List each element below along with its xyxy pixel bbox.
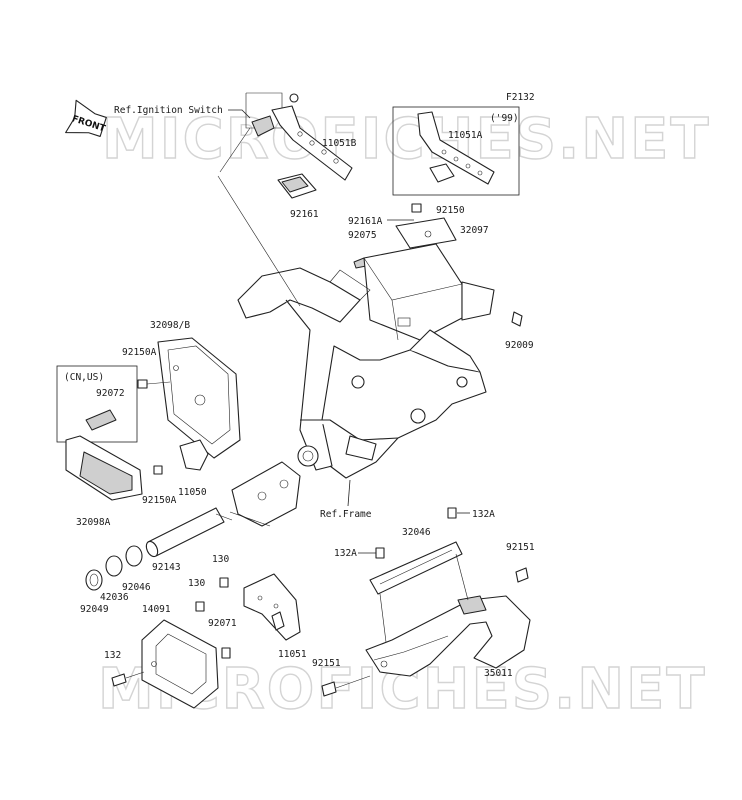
label-11051B: 11051B bbox=[322, 138, 357, 149]
label-92151-right: 92151 bbox=[506, 542, 535, 553]
label-note-cn-us: (CN,US) bbox=[64, 372, 104, 383]
label-92046: 92046 bbox=[122, 582, 151, 593]
part-92161 bbox=[277, 173, 317, 199]
part-32098B-side-cover bbox=[157, 337, 241, 459]
frame-outline bbox=[237, 267, 487, 479]
part-92049 bbox=[85, 569, 103, 591]
label-42036: 42036 bbox=[100, 592, 129, 603]
box-1999-variant bbox=[392, 106, 520, 196]
label-92072: 92072 bbox=[96, 388, 125, 399]
part-14091-cover bbox=[141, 619, 219, 709]
box-cn-us-variant bbox=[56, 365, 138, 443]
part-92046 bbox=[125, 545, 143, 567]
label-92150A-bottom: 92150A bbox=[142, 495, 177, 506]
label-92151-bottom: 92151 bbox=[312, 658, 341, 669]
label-32098B: 32098/B bbox=[150, 320, 190, 331]
label-32046: 32046 bbox=[402, 527, 431, 538]
label-11051A: 11051A bbox=[448, 130, 483, 141]
label-32097: 32097 bbox=[460, 225, 489, 236]
label-32098A: 32098A bbox=[76, 517, 111, 528]
label-92049: 92049 bbox=[80, 604, 109, 615]
label-note-99: ('99) bbox=[490, 113, 519, 124]
label-130-mid: 130 bbox=[188, 578, 205, 589]
figure-code: F2132 bbox=[506, 92, 535, 103]
part-42036 bbox=[105, 555, 123, 577]
label-35011: 35011 bbox=[484, 668, 513, 679]
part-32098A bbox=[65, 435, 143, 501]
watermark-top: MICROFICHES.NET bbox=[102, 107, 711, 172]
label-132A-left: 132A bbox=[334, 548, 357, 559]
label-ref-frame: Ref.Frame bbox=[320, 509, 372, 520]
label-14091: 14091 bbox=[142, 604, 171, 615]
label-11051: 11051 bbox=[278, 649, 307, 660]
part-92143-collar bbox=[145, 507, 225, 558]
label-92009: 92009 bbox=[505, 340, 534, 351]
label-92143: 92143 bbox=[152, 562, 181, 573]
part-11051-bracket bbox=[243, 573, 301, 641]
part-35011-bracket bbox=[365, 595, 531, 677]
label-92161A: 92161A bbox=[348, 216, 383, 227]
part-11050 bbox=[179, 439, 209, 471]
part-32046 bbox=[369, 541, 463, 595]
label-130-top: 130 bbox=[212, 554, 229, 565]
label-92161: 92161 bbox=[290, 209, 319, 220]
label-92071: 92071 bbox=[208, 618, 237, 629]
front-arrow-icon: FRONT bbox=[65, 99, 107, 138]
label-132: 132 bbox=[104, 650, 121, 661]
label-11050: 11050 bbox=[178, 487, 207, 498]
part-11051B-bracket bbox=[251, 93, 353, 181]
part-32097-battery-case bbox=[363, 243, 495, 341]
pivot-bracket bbox=[231, 461, 301, 527]
label-92150A-top: 92150A bbox=[122, 347, 157, 358]
label-92075: 92075 bbox=[348, 230, 377, 241]
part-11051A-bracket bbox=[417, 111, 495, 185]
label-132A-right: 132A bbox=[472, 509, 495, 520]
label-ref-ignition-switch: Ref.Ignition Switch bbox=[114, 105, 223, 116]
label-92150: 92150 bbox=[436, 205, 465, 216]
